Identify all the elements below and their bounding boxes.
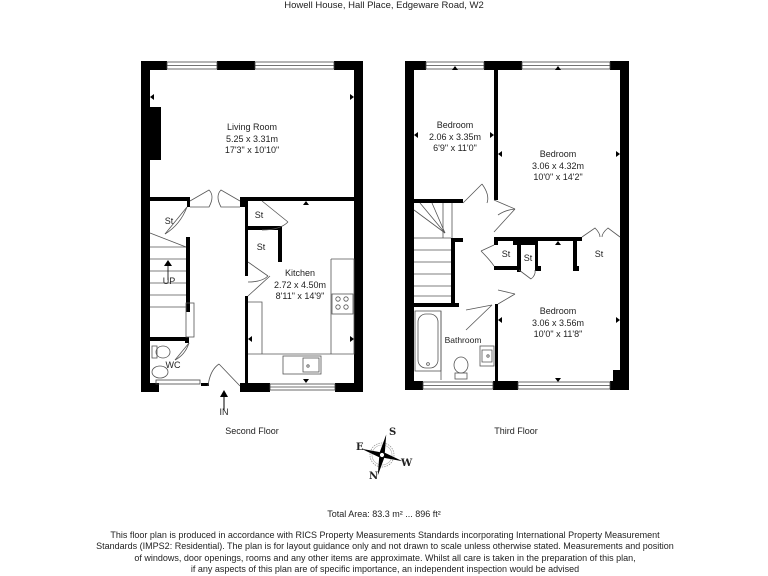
entrance-label: IN: [219, 407, 229, 417]
stairs-up-label: UP: [162, 276, 176, 286]
wc-label: WC: [165, 360, 181, 370]
room-label-bedroom-1: Bedroom 2.06 x 3.35m 6'9" x 11'0": [428, 120, 482, 153]
store-label: St: [164, 216, 174, 226]
room-label-living-room: Living Room 5.25 x 3.31m 17'3" x 10'10": [224, 122, 280, 155]
store-label: St: [256, 242, 266, 252]
third-floor-walls: [405, 61, 629, 390]
store-label: St: [501, 249, 511, 259]
room-label-bedroom-2: Bedroom 3.06 x 4.32m 10'0" x 14'2": [531, 149, 585, 182]
store-label: St: [254, 210, 264, 220]
compass-rose-icon: [361, 434, 403, 476]
disclaimer: This floor plan is produced in accordanc…: [96, 530, 674, 574]
plan-title: Howell House, Hall Place, Edgeware Road,…: [284, 0, 484, 11]
second-floor-fixtures: [149, 189, 355, 387]
room-label-kitchen: Kitchen 2.72 x 4.50m 8'11" x 14'9": [273, 268, 327, 301]
floor-label-third: Third Floor: [494, 426, 538, 436]
total-area: Total Area: 83.3 m² ... 896 ft²: [327, 509, 441, 519]
compass-n-label: N: [369, 471, 379, 482]
compass-w-label: W: [401, 458, 413, 469]
second-floor-windows: [155, 61, 336, 391]
store-label: St: [594, 249, 604, 259]
second-floor-walls: [141, 61, 363, 392]
entrance-arrow-icon: [220, 390, 228, 410]
third-floor-fixtures: [413, 183, 621, 380]
third-floor-windows: [422, 61, 611, 390]
third-floor-arrows: [414, 66, 620, 382]
room-label-bathroom: Bathroom: [444, 335, 482, 345]
floor-label-second: Second Floor: [225, 426, 279, 436]
compass-s-label: S: [389, 427, 397, 438]
room-label-bedroom-3: Bedroom 3.06 x 3.56m 10'0" x 11'8": [531, 306, 585, 339]
second-floor-arrows: [150, 66, 354, 383]
store-label: St: [523, 253, 533, 263]
compass-e-label: E: [356, 442, 364, 453]
